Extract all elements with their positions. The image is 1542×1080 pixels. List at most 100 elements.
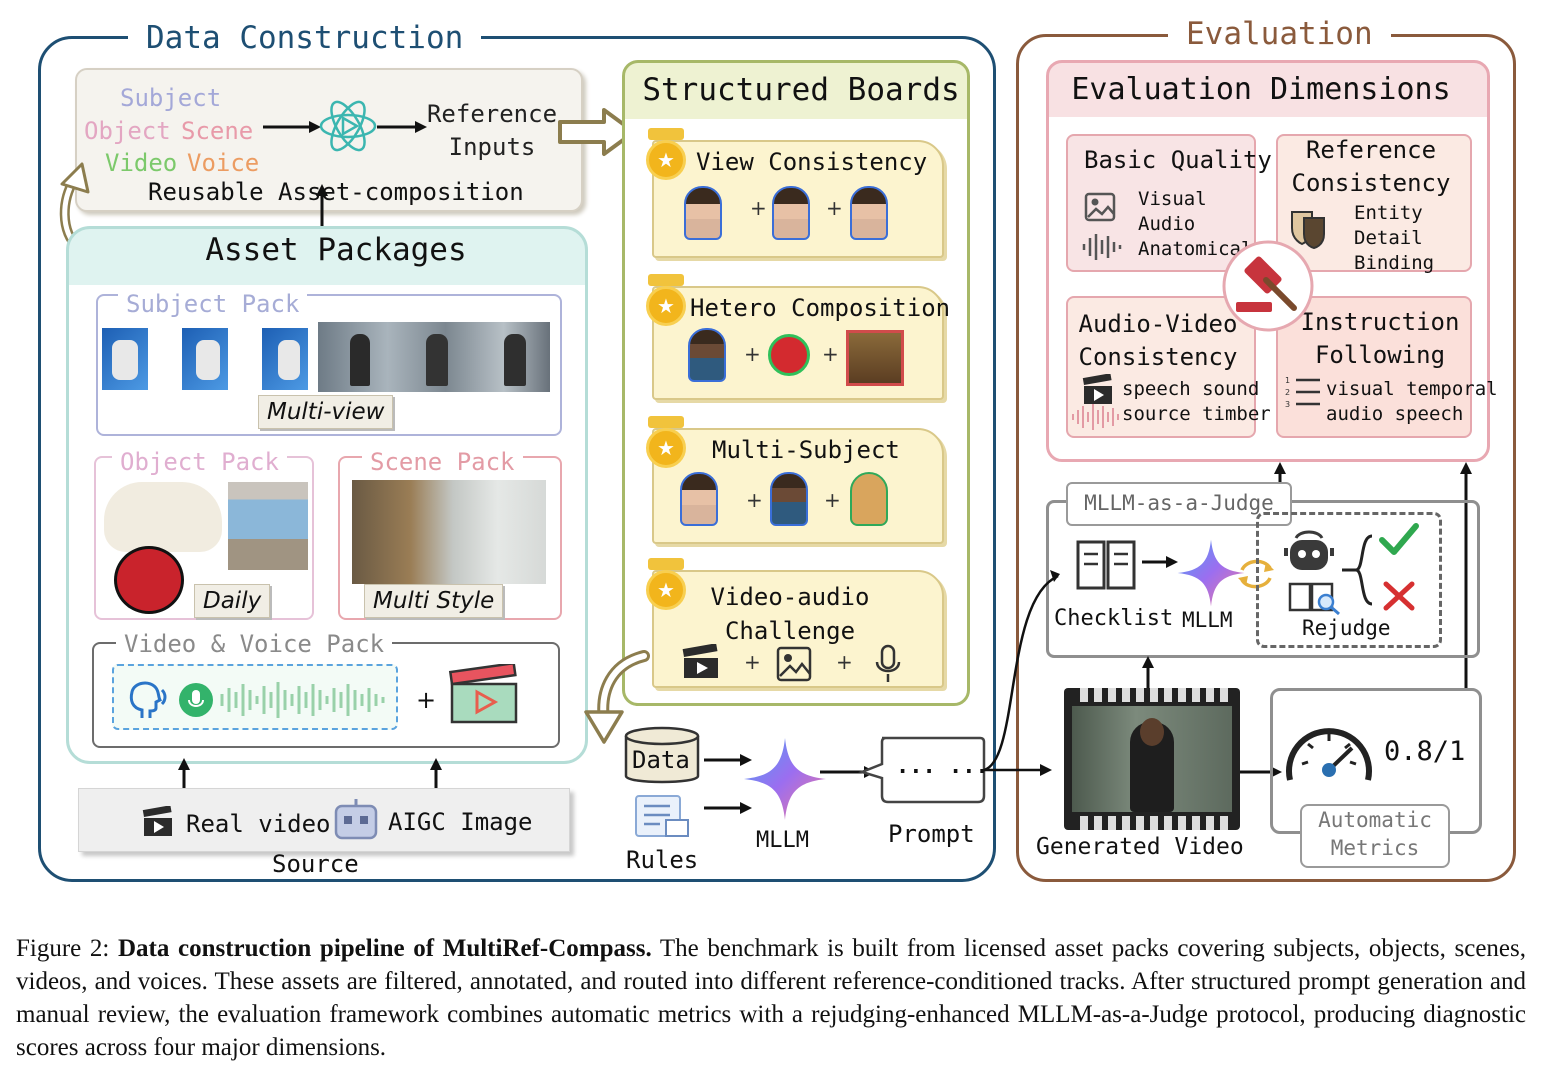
checklist-label: Checklist [1054, 606, 1174, 631]
source-title: Source [272, 850, 359, 878]
rules-label: Rules [626, 846, 699, 874]
ribbon-icon [648, 128, 684, 140]
prompt-bubble-text: ... ... [896, 754, 989, 779]
video-voice-pack-title: Video & Voice Pack [116, 630, 393, 658]
scene-thumb [846, 330, 904, 386]
reference-detail: Detail [1354, 227, 1423, 249]
mllm-label: MLLM [756, 828, 809, 853]
caption-text: The benchmark is built from licensed ass… [16, 935, 1527, 1061]
structured-boards-title: Structured Boards [642, 72, 960, 108]
plus-sign: + [822, 342, 839, 366]
automatic-metrics-label-box [1300, 804, 1450, 868]
automatic-metrics-label-2: Metrics [1330, 836, 1420, 860]
medal-icon: ★ [646, 140, 686, 180]
plus-sign: + [746, 488, 763, 512]
check-icon [1379, 523, 1419, 555]
audio-video-title-2: Consistency [1078, 343, 1238, 371]
subject-pack [96, 294, 562, 436]
gavel-icon [1222, 240, 1314, 332]
man-image [228, 482, 308, 570]
figure-label: Figure 2: [16, 935, 118, 962]
masks-icon [1291, 211, 1325, 250]
image-icon [776, 646, 812, 682]
judge-title-box [1066, 482, 1292, 526]
data-database-icon [624, 726, 700, 784]
plus-sign: + [750, 196, 767, 220]
basic-quality-audio: Audio [1138, 213, 1196, 235]
robot-icon [334, 799, 378, 840]
instruction-item-2: audio speech [1326, 403, 1464, 425]
speedometer-icon [1286, 728, 1372, 781]
video-voice-plus: + [416, 686, 437, 714]
cross-icon [1383, 581, 1415, 611]
board-multi-subject-label: Multi-Subject [712, 436, 900, 464]
board-view-consistency-label: View Consistency [696, 148, 928, 176]
ribbon-icon [648, 274, 684, 286]
speaking-head-icon [129, 681, 167, 718]
subject-view-front [102, 328, 148, 390]
audio-wave-icon [1082, 234, 1122, 260]
microphone-icon [875, 644, 901, 682]
caption-bold: Data construction pipeline of MultiRef-C… [117, 935, 652, 962]
instruction-item-1: visual temporal [1326, 378, 1498, 400]
plus-sign: + [826, 196, 843, 220]
instruction-following-title-2: Following [1314, 341, 1446, 369]
basic-quality-title: Basic Quality [1084, 146, 1272, 174]
reference-consistency-card [1276, 134, 1472, 272]
mllm-sparkle-icon [744, 738, 826, 820]
decision-bracket [1342, 534, 1373, 606]
figure-caption: Figure 2: Data construction pipeline of … [16, 932, 1526, 1064]
mic-icon [179, 683, 213, 717]
instruction-following-card [1276, 296, 1472, 438]
pipeline-arrows [704, 754, 752, 814]
data-label: Data [632, 746, 690, 774]
reference-consistency-title-1: Reference [1305, 136, 1437, 164]
reusable-asset-composition: Reusable Asset-composition [148, 178, 524, 206]
medal-icon: ★ [646, 570, 686, 610]
woman-portrait [680, 472, 718, 526]
source-voice: Voice [187, 149, 260, 177]
waveform-icon [220, 682, 385, 718]
board-hetero-composition-label: Hetero Composition [690, 294, 951, 322]
daily-tag: Daily [194, 584, 271, 618]
audio-video-title-1: Audio-Video [1078, 310, 1238, 338]
asset-packages-title: Asset Packages [205, 232, 467, 268]
rejudge-label: Rejudge [1302, 616, 1391, 640]
checklist-to-mllm-arrow [1142, 556, 1178, 568]
reference-binding: Binding [1354, 252, 1435, 274]
subject-person-strip [318, 322, 550, 392]
svg-text:2: 2 [1285, 388, 1290, 397]
man-portrait [770, 472, 808, 526]
generated-video-frame [1064, 688, 1240, 830]
asset-composition-box [75, 68, 583, 212]
source-object: Object [84, 117, 171, 145]
multi-view-tag: Multi-view [258, 395, 394, 429]
automatic-metrics-label-1: Automatic [1318, 808, 1432, 832]
checklist-book-icon [1076, 540, 1136, 590]
sound-wave-icon [1072, 404, 1119, 430]
metric-score: 0.8/1 [1384, 736, 1466, 767]
person-front [684, 186, 722, 240]
video-to-metrics-arrow [1240, 766, 1282, 778]
basic-quality-anatomical: Anatomical [1138, 238, 1253, 260]
plus-sign: + [824, 488, 841, 512]
audio-video-item-2: source timber [1122, 403, 1271, 425]
source-subject: Subject [120, 84, 222, 112]
atom-play-icon [319, 100, 377, 152]
person-side [772, 186, 810, 240]
dog-portrait [850, 472, 888, 526]
reference-entity: Entity [1354, 202, 1423, 224]
film-clapper-icon [1082, 374, 1112, 404]
medal-icon: ★ [646, 428, 686, 468]
image-icon [1084, 192, 1116, 222]
scene-images [352, 480, 546, 584]
multi-style-tag: Multi Style [364, 584, 504, 618]
video-clapper-icon [448, 664, 518, 724]
subject-view-side [182, 328, 228, 390]
book-magnifier-icon [1288, 582, 1340, 616]
judge-up-arrows [1274, 462, 1472, 690]
board-video-audio-label: Video-audio Challenge [710, 583, 870, 645]
evaluation-dimensions-title: Evaluation Dimensions [1071, 72, 1451, 107]
red-ball-image [114, 546, 184, 614]
instruction-following-title-1: Instruction [1300, 308, 1460, 336]
